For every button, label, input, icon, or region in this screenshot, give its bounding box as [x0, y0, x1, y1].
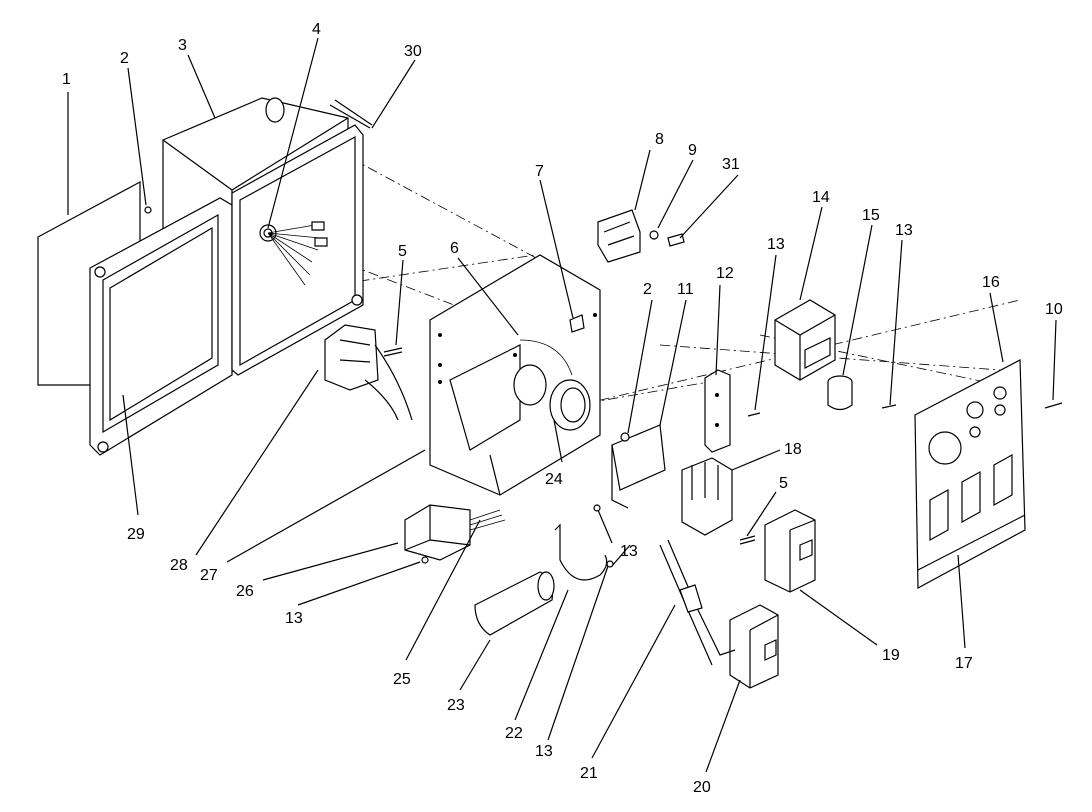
transformer	[404, 504, 506, 561]
label-25: 25	[393, 671, 411, 688]
label-21: 21	[580, 765, 598, 782]
label-26: 26	[236, 583, 254, 600]
label-11: 11	[677, 281, 694, 298]
label-10: 10	[1045, 301, 1063, 318]
label-23: 23	[447, 697, 465, 714]
label-18: 18	[784, 441, 802, 458]
label-17: 17	[955, 655, 973, 672]
enclosure-cover	[89, 197, 233, 456]
capacitor-small	[827, 375, 853, 411]
clip-nut	[569, 314, 585, 333]
label-8: 8	[655, 131, 664, 148]
strap-clamp	[554, 523, 608, 581]
terminal-block	[774, 299, 836, 381]
label-14: 14	[812, 189, 830, 206]
alignment-lines	[279, 119, 1021, 421]
label-13: 13	[767, 236, 785, 253]
label-29: 29	[127, 526, 145, 543]
label-27: 27	[200, 567, 218, 584]
label-13: 13	[285, 610, 303, 627]
circuit-breaker-19	[764, 509, 816, 593]
label-6: 6	[450, 240, 459, 257]
label-15: 15	[862, 207, 880, 224]
control-panel	[914, 359, 1026, 589]
label-31: 31	[722, 156, 740, 173]
label-22: 22	[505, 725, 523, 742]
run-capacitor	[474, 571, 555, 636]
cable-grip	[324, 324, 413, 421]
label-2: 2	[643, 281, 652, 298]
mounting-bracket	[704, 369, 731, 453]
label-3: 3	[178, 37, 187, 54]
label-24: 24	[545, 471, 563, 488]
label-5: 5	[779, 475, 788, 492]
leader-lines	[67, 37, 1057, 773]
label-13: 13	[895, 222, 913, 239]
contactor	[681, 457, 733, 536]
relay-socket	[597, 209, 685, 263]
label-19: 19	[882, 647, 900, 664]
label-7: 7	[535, 163, 544, 180]
relay-bracket	[611, 424, 666, 509]
screws	[144, 206, 1063, 568]
callout-labels: 1 2 3 4 30 5 6 7 8 9 31 14 15 13 13 12 1…	[62, 21, 1063, 796]
label-13: 13	[620, 543, 638, 560]
label-5: 5	[398, 243, 407, 260]
circuit-breaker-20	[729, 604, 779, 689]
label-20: 20	[693, 779, 711, 796]
label-16: 16	[982, 274, 1000, 291]
label-2: 2	[120, 50, 129, 67]
label-9: 9	[688, 142, 697, 159]
label-13: 13	[535, 743, 553, 760]
label-12: 12	[716, 265, 734, 282]
grommet	[549, 379, 591, 431]
label-28: 28	[170, 557, 188, 574]
label-1: 1	[62, 71, 71, 88]
label-4: 4	[312, 21, 321, 38]
mounting-plate	[429, 254, 601, 496]
wire-harness	[659, 539, 736, 666]
door-panel	[231, 99, 373, 376]
label-30: 30	[404, 43, 422, 60]
